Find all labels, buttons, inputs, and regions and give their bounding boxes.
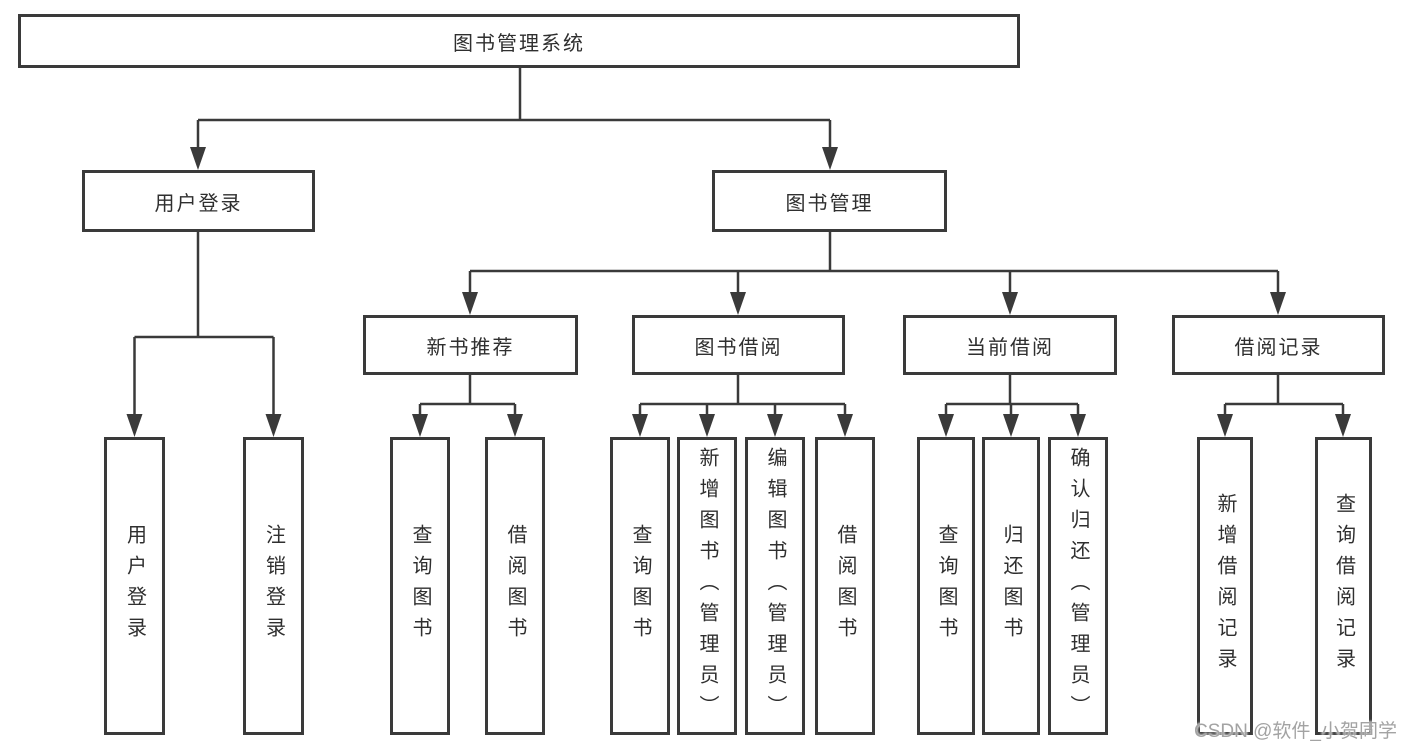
- node-label: 当前借阅: [966, 336, 1054, 359]
- node-label: 新书推荐: [426, 336, 515, 359]
- node-label: 注销登录: [262, 524, 285, 648]
- node-label: 确认归还（管理员）: [1067, 446, 1089, 726]
- leaf-add-borrow-record: 新增借阅记录: [1197, 437, 1253, 735]
- csdn-watermark: CSDN @软件_小贺同学: [1194, 721, 1397, 742]
- leaf-query-books-3: 查询图书: [917, 437, 975, 735]
- leaf-borrow-books-2: 借阅图书: [815, 437, 875, 735]
- node-new-book-recommendation: 新书推荐: [363, 315, 578, 375]
- node-borrowing-records: 借阅记录: [1172, 315, 1385, 375]
- node-label: 借阅图书: [504, 524, 526, 648]
- node-label: 查询借阅记录: [1332, 493, 1355, 679]
- node-current-borrowing: 当前借阅: [903, 315, 1117, 375]
- leaf-user-login: 用户登录: [104, 437, 165, 735]
- node-label: 借阅记录: [1234, 336, 1323, 359]
- arrowheads: [126, 147, 1351, 437]
- node-label: 用户登录: [123, 524, 146, 648]
- leaf-query-books-1: 查询图书: [390, 437, 450, 735]
- node-book-management: 图书管理: [712, 170, 947, 232]
- leaf-logout: 注销登录: [243, 437, 304, 735]
- node-label: 图书借阅: [694, 336, 783, 359]
- node-book-borrowing: 图书借阅: [632, 315, 845, 375]
- node-label: 用户登录: [154, 192, 243, 215]
- node-label: 图书管理: [785, 192, 874, 215]
- node-label: 新增借阅记录: [1214, 493, 1236, 679]
- node-label: 查询图书: [629, 524, 651, 648]
- leaf-edit-books-admin: 编辑图书（管理员）: [745, 437, 805, 735]
- node-label: 归还图书: [1000, 524, 1022, 648]
- node-label: 查询图书: [409, 524, 431, 648]
- node-library-management-system: 图书管理系统: [18, 14, 1020, 68]
- node-label: 查询图书: [935, 524, 957, 648]
- node-user-login: 用户登录: [82, 170, 315, 232]
- leaf-query-books-2: 查询图书: [610, 437, 670, 735]
- leaf-add-books-admin: 新增图书（管理员）: [677, 437, 737, 735]
- node-label: 借阅图书: [834, 524, 856, 648]
- leaf-borrow-books-1: 借阅图书: [485, 437, 545, 735]
- node-label: 图书管理系统: [453, 32, 585, 55]
- leaf-confirm-return-admin: 确认归还（管理员）: [1048, 437, 1108, 735]
- leaf-query-borrow-record: 查询借阅记录: [1315, 437, 1372, 735]
- leaf-return-books: 归还图书: [982, 437, 1040, 735]
- node-label: 新增图书（管理员）: [696, 446, 718, 726]
- node-label: 编辑图书（管理员）: [764, 446, 786, 726]
